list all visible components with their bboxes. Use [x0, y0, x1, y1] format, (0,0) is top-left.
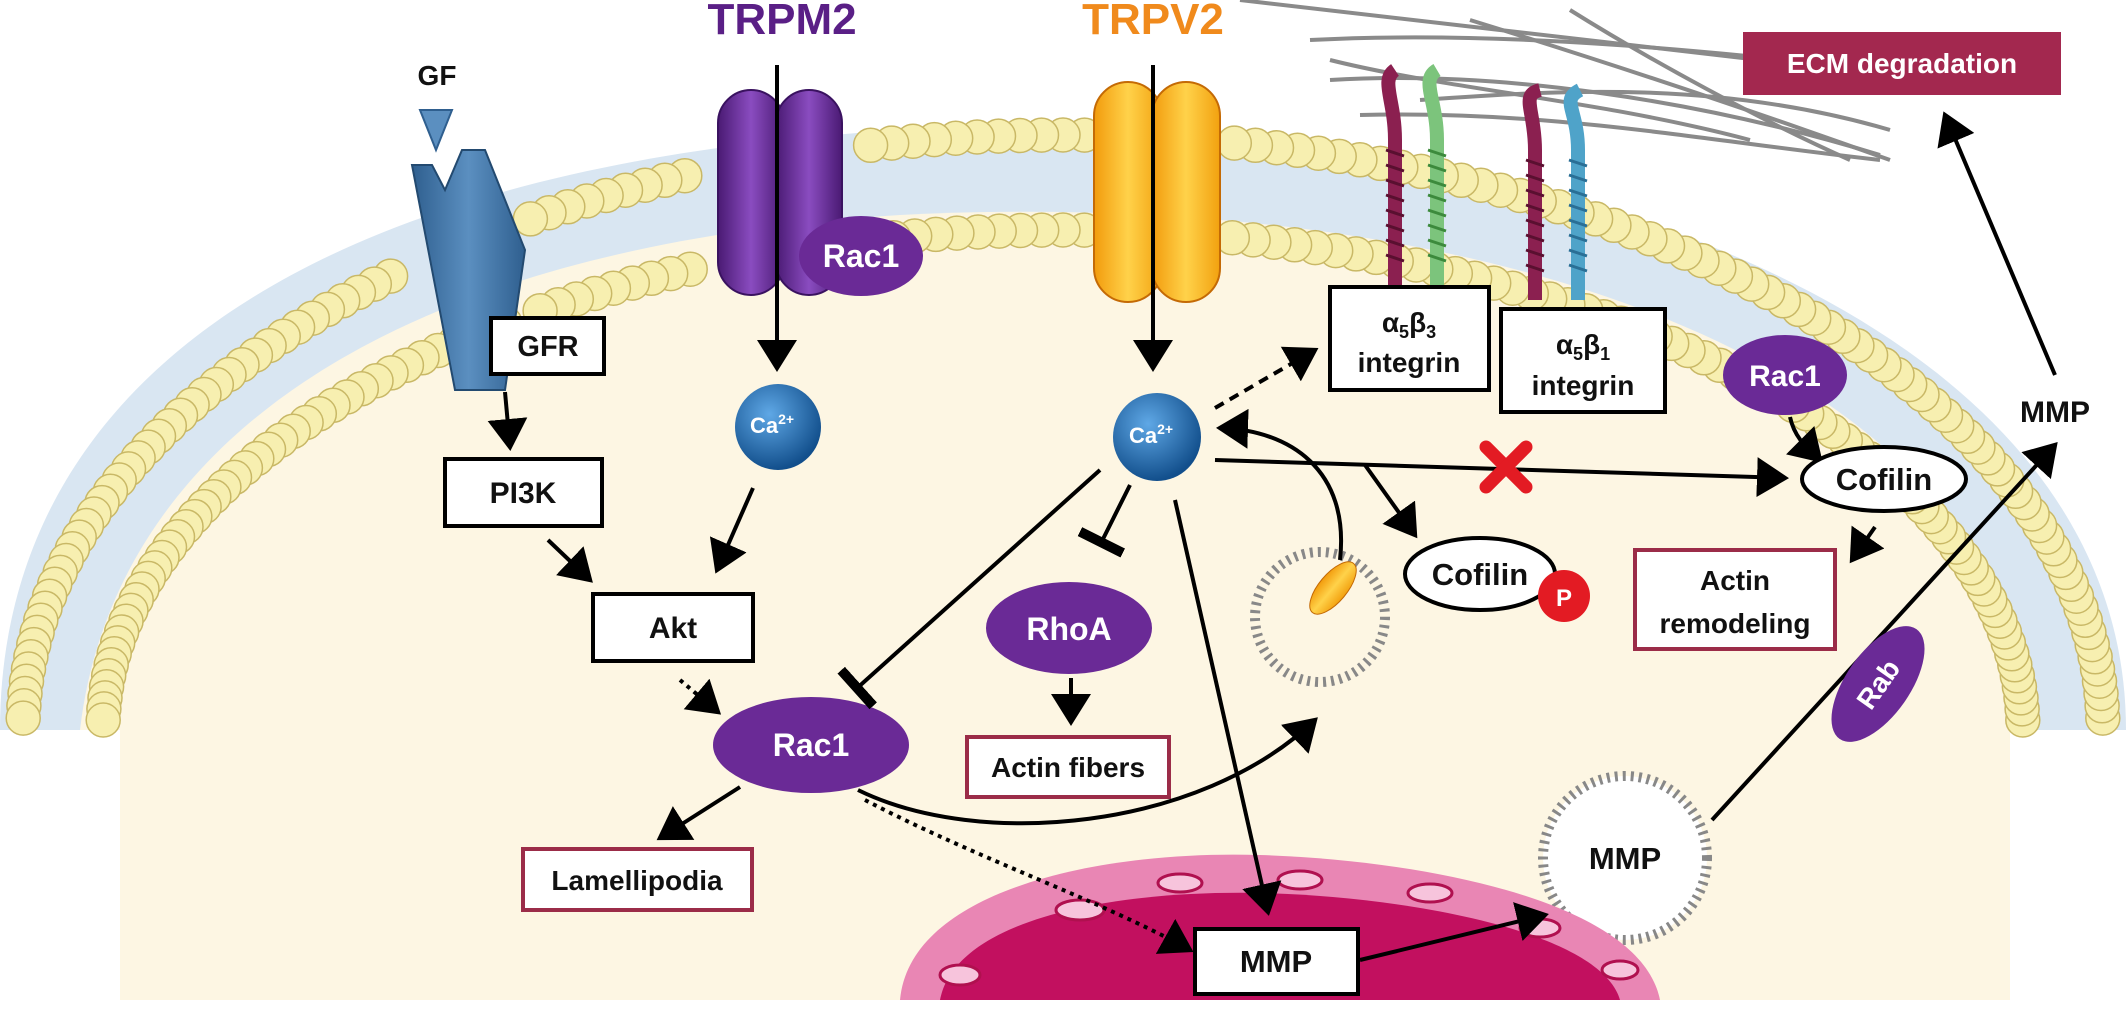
ca-to-cofilin-p-arrow	[1363, 463, 1418, 539]
cofilin-p-label: Cofilin	[1432, 557, 1528, 592]
gf-label: GF	[418, 60, 457, 91]
lamellipodia-label: Lamellipodia	[551, 865, 723, 896]
akt-box	[591, 592, 755, 663]
rac1-to-mmp-dotted-arrow	[864, 798, 1194, 954]
akt-label: Akt	[649, 612, 697, 645]
integrin-a5b3-structure	[1381, 63, 1447, 290]
ca-to-integrin-arrow	[1213, 346, 1319, 410]
integrin-a5b1-box	[1499, 307, 1667, 414]
lipid-head	[5, 700, 41, 736]
actin-remodeling-line2: remodeling	[1660, 608, 1811, 639]
rac1-center-label: Rac1	[773, 727, 850, 763]
rac1-membrane-node	[799, 216, 923, 296]
integrin-a5b1-label: integrin	[1532, 370, 1635, 401]
lipid-head	[1216, 125, 1253, 161]
calcium-center-label: Ca2+	[1129, 421, 1173, 448]
pi3k-label: PI3K	[490, 477, 557, 510]
rac1-right-label: Rac1	[1749, 360, 1821, 393]
channel-vesicle-icon	[1250, 547, 1390, 687]
rac1-to-vesicle-arrow	[857, 717, 1318, 826]
mmp-outside-label: MMP	[2020, 396, 2090, 429]
blocked-x-icon	[1479, 440, 1533, 494]
vesicle-to-mmp-arrow	[1710, 442, 2058, 822]
mmp-vesicle-icon	[1538, 771, 1712, 945]
pi3k-box	[443, 457, 604, 528]
gfr-to-pi3k-arrow	[487, 391, 528, 451]
calcium-ion-left	[735, 384, 821, 470]
lipid-head	[85, 702, 121, 738]
nucleus-mmp-to-vesicle-arrow	[1359, 902, 1549, 962]
actin-remodeling-line1: Actin	[1700, 565, 1770, 596]
vesicle-to-ca-arrow	[1216, 408, 1344, 561]
trpm2-title: TRPM2	[707, 0, 856, 44]
actin-remodeling-box	[1633, 548, 1837, 651]
rac1-membrane-label: Rac1	[823, 238, 900, 274]
gf-ligand-icon	[418, 109, 454, 153]
integrin-a5b3-label: integrin	[1358, 347, 1461, 378]
phosphate-label: P	[1556, 585, 1572, 612]
phospholipid-heads	[5, 117, 2121, 738]
calcium-ion-center	[1113, 393, 1201, 481]
mmp-nucleus-label: MMP	[1240, 944, 1312, 979]
ecm-degradation-label: ECM degradation	[1787, 48, 2017, 79]
trpm2-channel-icon	[717, 89, 843, 296]
rac1-right-node	[1723, 335, 1847, 415]
cofilin-right-label: Cofilin	[1836, 462, 1932, 497]
lipid-head	[512, 201, 549, 237]
rhoa-node	[986, 582, 1152, 674]
ca-to-mmp-arrow	[1173, 499, 1282, 916]
ca-inhibits-rac1	[837, 468, 1102, 710]
actin-fibers-label: Actin fibers	[991, 752, 1145, 783]
mmp-to-ecm-arrow	[1937, 111, 2057, 376]
gfr-label: GFR	[517, 331, 578, 363]
rac1-to-cofilin-arrow	[1786, 416, 1823, 463]
ecm-degradation-box	[1743, 32, 2061, 95]
mmp-nucleus-box	[1193, 927, 1360, 996]
phosphate-badge	[1538, 570, 1590, 622]
integrin-a5b3-box	[1328, 285, 1491, 392]
cofilin-to-remodeling-arrow	[1849, 525, 1885, 564]
ca-to-akt-arrow	[709, 487, 755, 574]
gfr-box	[489, 316, 606, 376]
trpv2-title: TRPV2	[1082, 0, 1224, 44]
lipid-head	[852, 127, 889, 164]
rhoa-label: RhoA	[1026, 611, 1111, 647]
rab-node	[1831, 626, 1925, 742]
lamellipodia-box	[521, 847, 754, 912]
trpv2-channel-icon	[1093, 81, 1221, 303]
mmp-vesicle-label: MMP	[1589, 841, 1661, 876]
calcium-left-label: Ca2+	[750, 411, 794, 438]
integrin-a5b3-subunits: α5β3	[1382, 307, 1436, 342]
integrin-a5b1-structure	[1522, 83, 1588, 300]
actin-fibers-box	[965, 735, 1171, 799]
pi3k-to-akt-arrow	[546, 538, 593, 583]
integrin-a5b1-subunits: α5β1	[1556, 329, 1610, 364]
rac1-center-node	[713, 697, 909, 793]
ca-inhibits-rhoa	[1077, 484, 1132, 558]
cofilin-right-node	[1800, 445, 1968, 513]
rac1-to-lamellipodia-arrow	[656, 785, 742, 841]
